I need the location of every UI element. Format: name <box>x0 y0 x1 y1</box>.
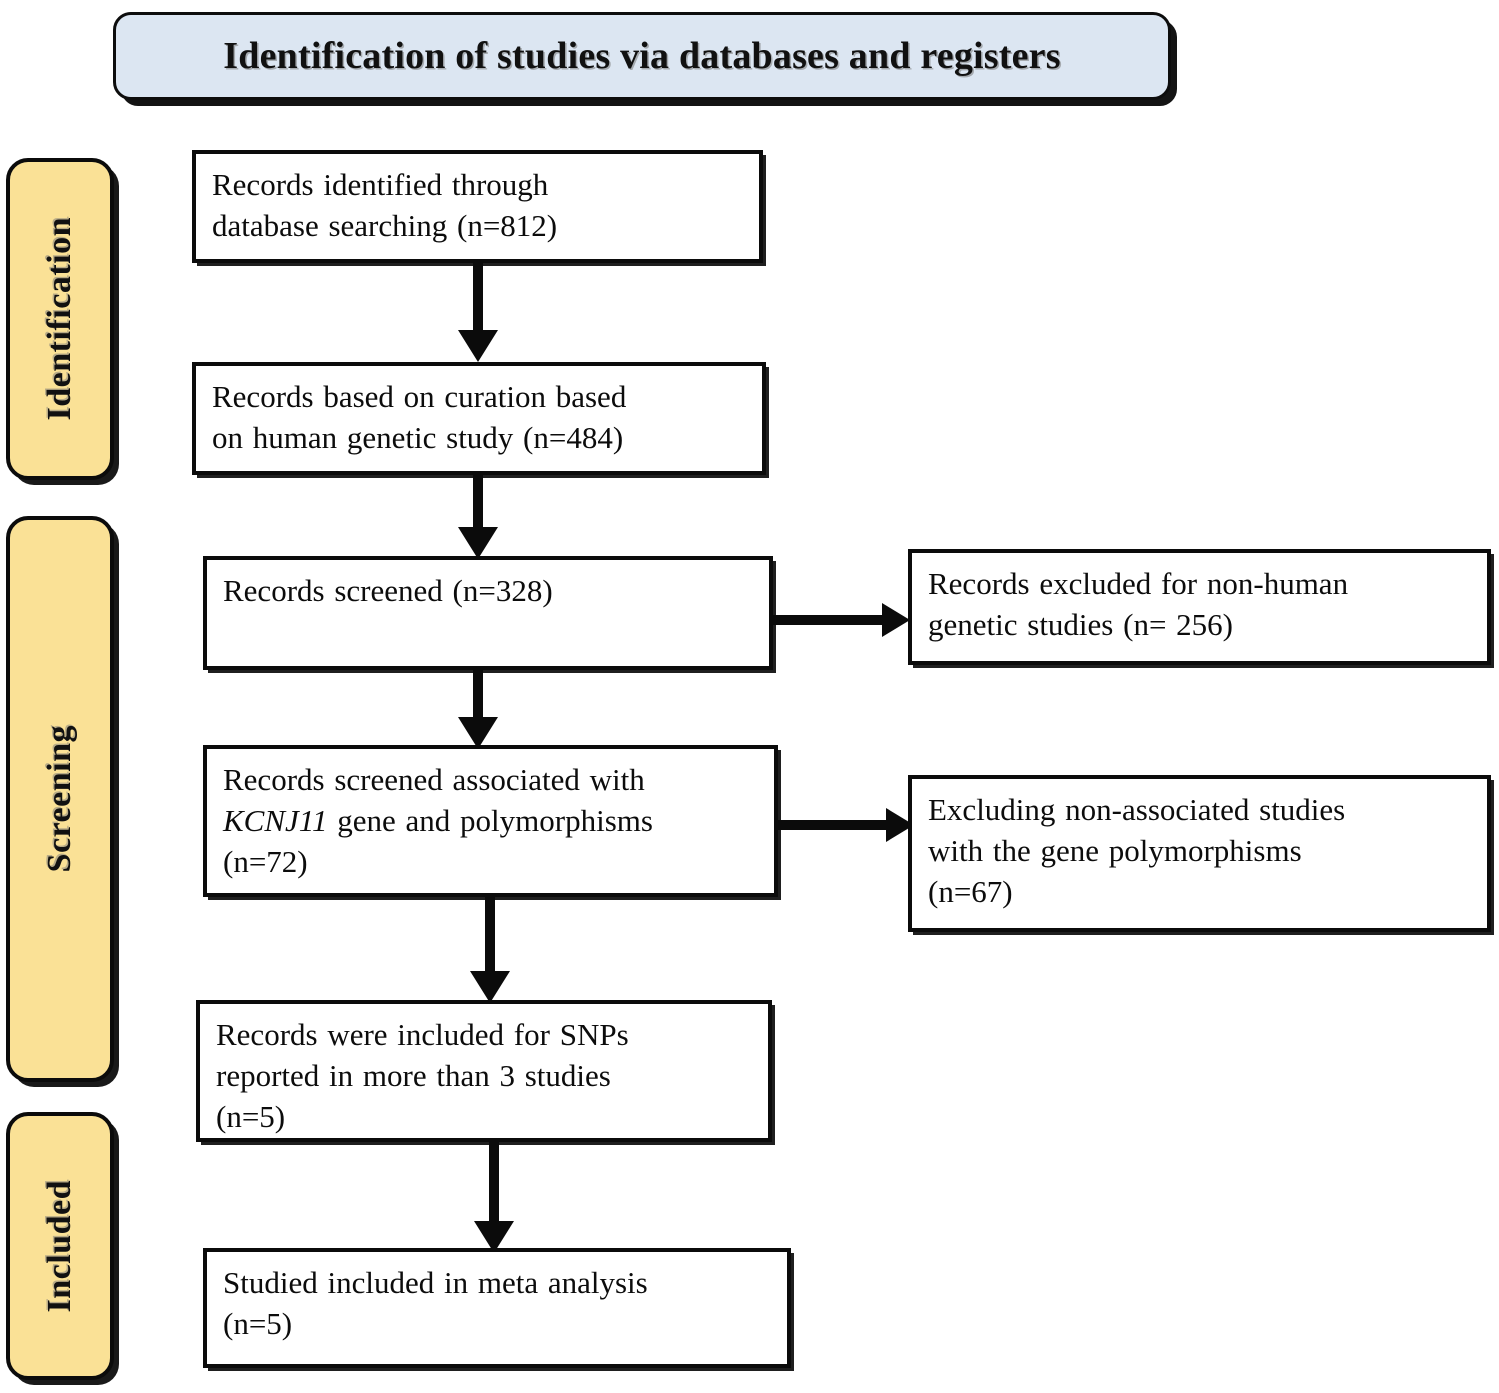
arrow-kcnj11-to-snps <box>470 897 510 1003</box>
box-snps-included-line1: Records were included for SNPs <box>216 1017 629 1052</box>
box-excluded-nonhuman-line1: Records excluded for non-human <box>928 566 1349 601</box>
box-kcnj11-associated-line1: Records screened associated with <box>223 762 645 797</box>
box-kcnj11-associated: Records screened associated with KCNJ11 … <box>203 745 778 897</box>
box-kcnj11-associated-line2: KCNJ11 gene and polymorphisms <box>223 800 760 841</box>
gene-name-kcnj11: KCNJ11 <box>223 803 328 839</box>
box-records-identified-line2: database searching (n=812) <box>212 208 558 244</box>
stage-label-included-text: Included <box>41 1179 78 1313</box>
diagram-title: Identification of studies via databases … <box>223 35 1061 77</box>
stage-label-identification: Identification <box>6 158 114 480</box>
box-records-curation: Records based on curation based on human… <box>192 362 766 475</box>
box-excluded-nonhuman: Records excluded for non-human genetic s… <box>908 549 1491 665</box>
box-excluded-nonassociated-line3: (n=67) <box>928 874 1013 910</box>
box-kcnj11-associated-line3: (n=72) <box>223 844 308 880</box>
box-excluded-nonhuman-line2: genetic studies (n= 256) <box>928 607 1233 643</box>
box-snps-included: Records were included for SNPs reported … <box>196 1000 772 1142</box>
box-meta-analysis: Studied included in meta analysis (n=5) <box>203 1248 791 1368</box>
stage-label-screening: Screening <box>6 516 114 1082</box>
arrow-screened-to-kcnj11 <box>458 670 498 749</box>
box-records-screened: Records screened (n=328) <box>203 556 773 670</box>
box-meta-analysis-line1: Studied included in meta analysis <box>223 1265 648 1300</box>
box-records-screened-line1: Records screened (n=328) <box>223 573 553 608</box>
box-kcnj11-associated-line2-rest: gene and polymorphisms <box>327 803 653 839</box>
box-records-curation-line2: on human genetic study (n=484) <box>212 420 624 456</box>
stage-label-included: Included <box>6 1112 114 1380</box>
box-records-identified: Records identified through database sear… <box>192 150 763 263</box>
diagram-title-banner: Identification of studies via databases … <box>113 12 1171 100</box>
arrow-curation-to-screened <box>458 475 498 559</box>
arrow-kcnj11-to-excluded-nonassociated <box>778 808 914 842</box>
stage-label-screening-text: Screening <box>41 725 78 873</box>
box-records-curation-line1: Records based on curation based <box>212 379 627 414</box>
arrow-screened-to-excluded-nonhuman <box>772 603 910 637</box>
box-excluded-nonassociated-line1: Excluding non-associated studies <box>928 792 1346 827</box>
arrow-identified-to-curation <box>458 263 498 362</box>
box-meta-analysis-line2: (n=5) <box>223 1306 293 1342</box>
stage-label-identification-text: Identification <box>41 217 78 421</box>
box-snps-included-line2: reported in more than 3 studies <box>216 1058 611 1094</box>
box-excluded-nonassociated-line2: with the gene polymorphisms <box>928 833 1302 869</box>
arrow-snps-to-meta <box>474 1142 514 1253</box>
box-snps-included-line3: (n=5) <box>216 1099 286 1135</box>
box-excluded-nonassociated: Excluding non-associated studies with th… <box>908 775 1491 932</box>
box-records-identified-line1: Records identified through <box>212 167 549 202</box>
